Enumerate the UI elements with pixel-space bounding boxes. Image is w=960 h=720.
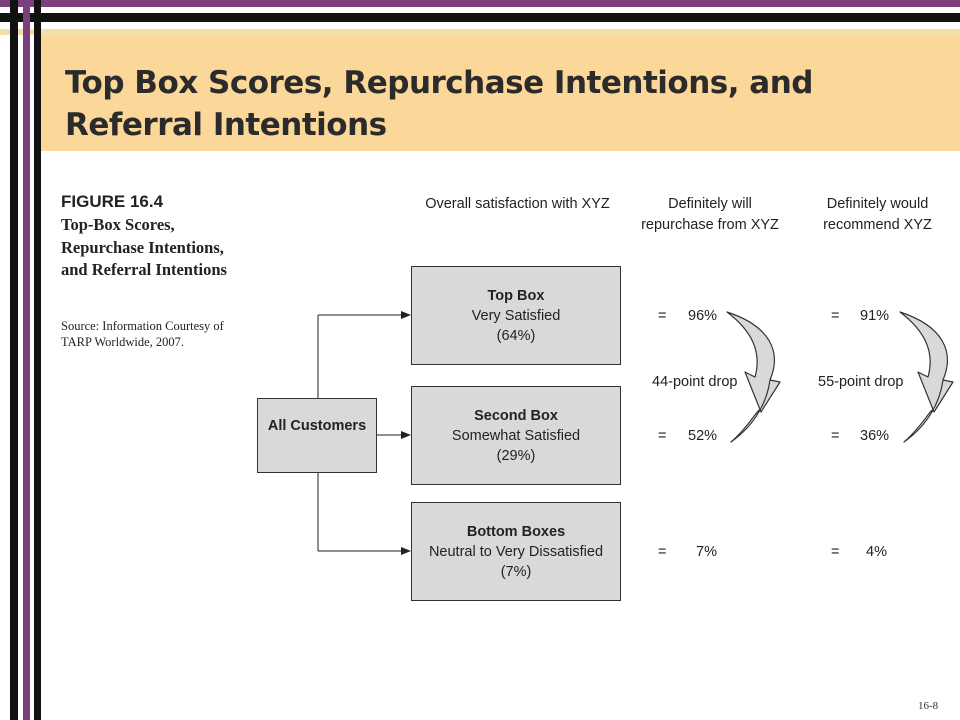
drop-arrow-recommend bbox=[899, 311, 954, 443]
repurchase-second-value: 52% bbox=[688, 428, 718, 444]
repurchase-top-value: 96% bbox=[688, 308, 718, 324]
figure-title: Top-Box Scores, Repurchase Intentions, a… bbox=[61, 215, 227, 279]
left-purple-bar bbox=[23, 0, 30, 720]
top-box-title: Top Box bbox=[487, 288, 545, 304]
recommend-bottom-value: 4% bbox=[866, 544, 887, 560]
equals-sign: = bbox=[658, 544, 667, 560]
second-box: Second Box Somewhat Satisfied (29%) bbox=[411, 386, 621, 485]
recommend-drop-label: 55-point drop bbox=[818, 374, 904, 390]
repurchase-bottom-value: 7% bbox=[696, 544, 717, 560]
equals-sign: = bbox=[831, 544, 840, 560]
equals-sign: = bbox=[658, 308, 667, 324]
top-black-bar bbox=[0, 13, 960, 22]
second-box-title: Second Box bbox=[474, 408, 558, 424]
left-black-bar bbox=[10, 0, 18, 720]
bottom-boxes-desc: Neutral to Very Dissatisfied bbox=[428, 544, 604, 560]
equals-sign: = bbox=[658, 428, 667, 444]
second-box-pct: (29%) bbox=[496, 448, 536, 464]
bottom-boxes-pct: (7%) bbox=[500, 564, 532, 580]
title-band bbox=[41, 35, 960, 151]
left-black-bar-inner bbox=[34, 0, 41, 720]
equals-sign: = bbox=[831, 308, 840, 324]
top-purple-bar bbox=[0, 0, 960, 7]
column-header-recommend: Definitely would recommend XYZ bbox=[823, 196, 932, 233]
column-header-repurchase: Definitely will repurchase from XYZ bbox=[641, 196, 779, 233]
slide-title: Top Box Scores, Repurchase Intentions, a… bbox=[65, 65, 813, 143]
top-box-desc: Very Satisfied bbox=[471, 308, 561, 324]
page-number: 16-8 bbox=[918, 700, 939, 712]
all-customers-box: All Customers bbox=[257, 398, 377, 473]
recommend-second-value: 36% bbox=[860, 428, 890, 444]
top-box-pct: (64%) bbox=[496, 328, 536, 344]
bottom-boxes: Bottom Boxes Neutral to Very Dissatisfie… bbox=[411, 502, 621, 601]
figure-label: FIGURE 16.4 bbox=[61, 192, 164, 211]
top-cream-bar bbox=[0, 29, 960, 35]
top-box: Top Box Very Satisfied (64%) bbox=[411, 266, 621, 365]
recommend-top-value: 91% bbox=[860, 308, 890, 324]
column-header-satisfaction: Overall satisfaction with XYZ bbox=[425, 196, 610, 212]
equals-sign: = bbox=[831, 428, 840, 444]
second-box-desc: Somewhat Satisfied bbox=[451, 428, 581, 444]
bottom-boxes-title: Bottom Boxes bbox=[466, 524, 566, 540]
repurchase-drop-label: 44-point drop bbox=[652, 374, 738, 390]
figure-source: Source: Information Courtesy of TARP Wor… bbox=[61, 319, 224, 349]
